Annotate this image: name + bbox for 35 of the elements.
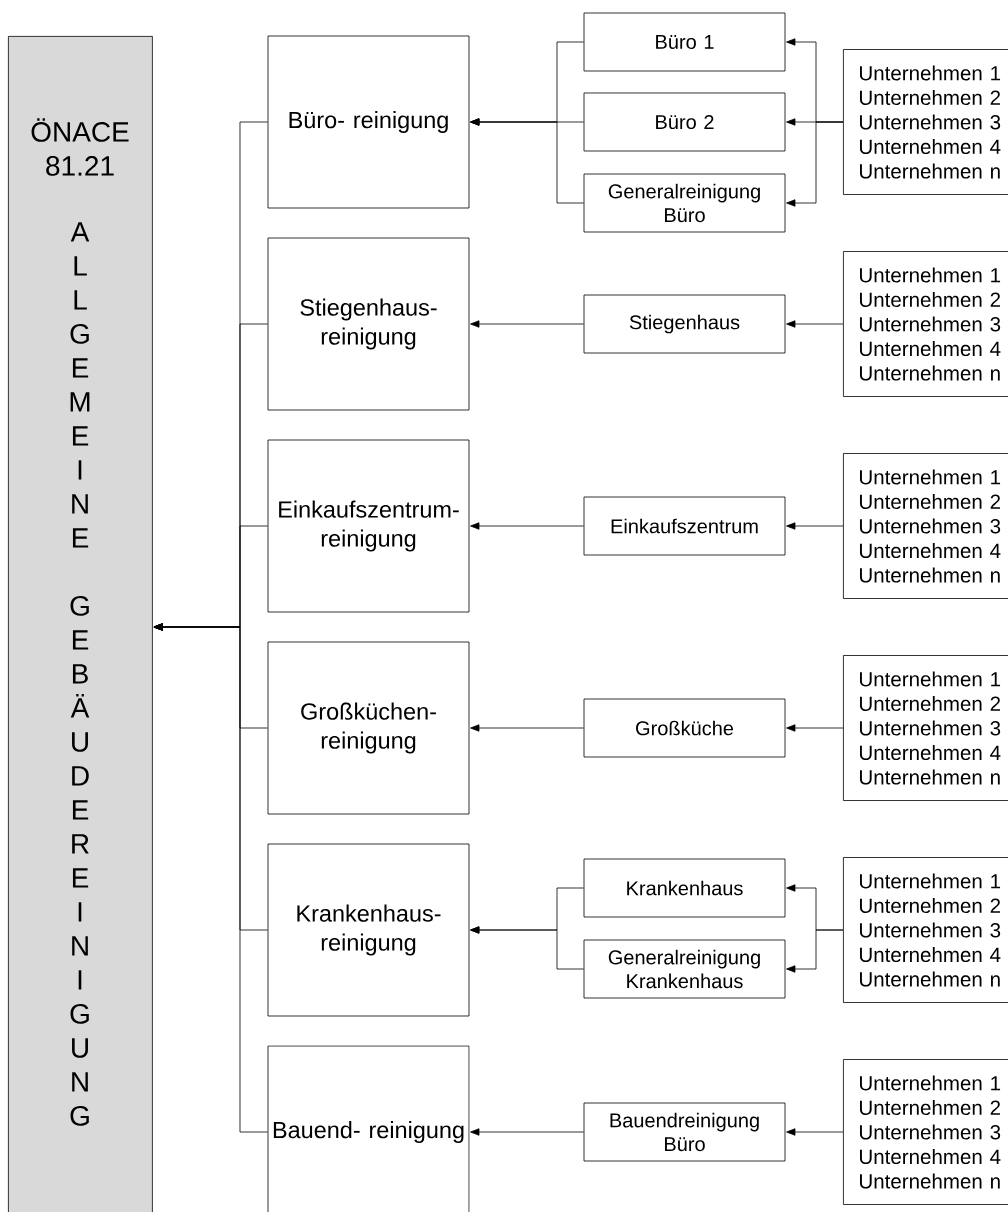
list-box: Unternehmen 1 Unternehmen 2 Unternehmen 3 Unternehmen 4 Unternehmen n — [843, 655, 1008, 801]
arrow — [786, 320, 844, 328]
process-box: Bauend- reinigung — [267, 1045, 470, 1212]
process-box: Stiegenhaus- reinigung — [267, 237, 470, 411]
process-box: Generalreinigung Büro — [583, 173, 786, 233]
process-box: Büro 2 — [583, 92, 786, 152]
arrow — [786, 522, 844, 530]
arrow — [153, 623, 268, 1133]
list-box: Unternehmen 1 Unternehmen 2 Unternehmen 3 Unternehmen 4 Unternehmen n — [843, 453, 1008, 599]
list-box: Unternehmen 1 Unternehmen 2 Unternehmen 3 Unternehmen 4 Unternehmen n — [843, 1059, 1008, 1205]
category-column: ÖNACE 81.21 ALLGEMEINE GEBÄUDEREINIGUNG — [8, 36, 153, 1212]
arrow — [786, 1128, 844, 1136]
arrow — [470, 118, 584, 204]
arrow — [786, 121, 844, 207]
process-box: Büro 1 — [583, 12, 786, 72]
arrow — [470, 926, 584, 970]
arrow — [470, 522, 584, 530]
list-box: Unternehmen 1 Unternehmen 2 Unternehmen 3 Unternehmen 4 Unternehmen n — [843, 857, 1008, 1003]
arrow — [470, 724, 584, 732]
process-box: Großküche — [583, 698, 786, 758]
process-box: Generalreinigung Krankenhaus — [583, 939, 786, 999]
arrow — [470, 1128, 584, 1136]
process-box: Einkaufszentrum- reinigung — [267, 439, 470, 613]
process-box: Einkaufszentrum — [583, 496, 786, 556]
list-box: Unternehmen 1 Unternehmen 2 Unternehmen 3 Unternehmen 4 Unternehmen n — [843, 49, 1008, 195]
process-box: Großküchen- reinigung — [267, 641, 470, 815]
process-box: Stiegenhaus — [583, 294, 786, 354]
process-box: Bauendreinigung Büro — [583, 1102, 786, 1162]
arrow — [470, 320, 584, 328]
arrow — [786, 929, 844, 973]
arrow — [786, 724, 844, 732]
list-box: Unternehmen 1 Unternehmen 2 Unternehmen 3 Unternehmen 4 Unternehmen n — [843, 251, 1008, 397]
process-box: Büro- reinigung — [267, 35, 470, 209]
process-box: Krankenhaus — [583, 858, 786, 918]
process-box: Krankenhaus- reinigung — [267, 843, 470, 1017]
